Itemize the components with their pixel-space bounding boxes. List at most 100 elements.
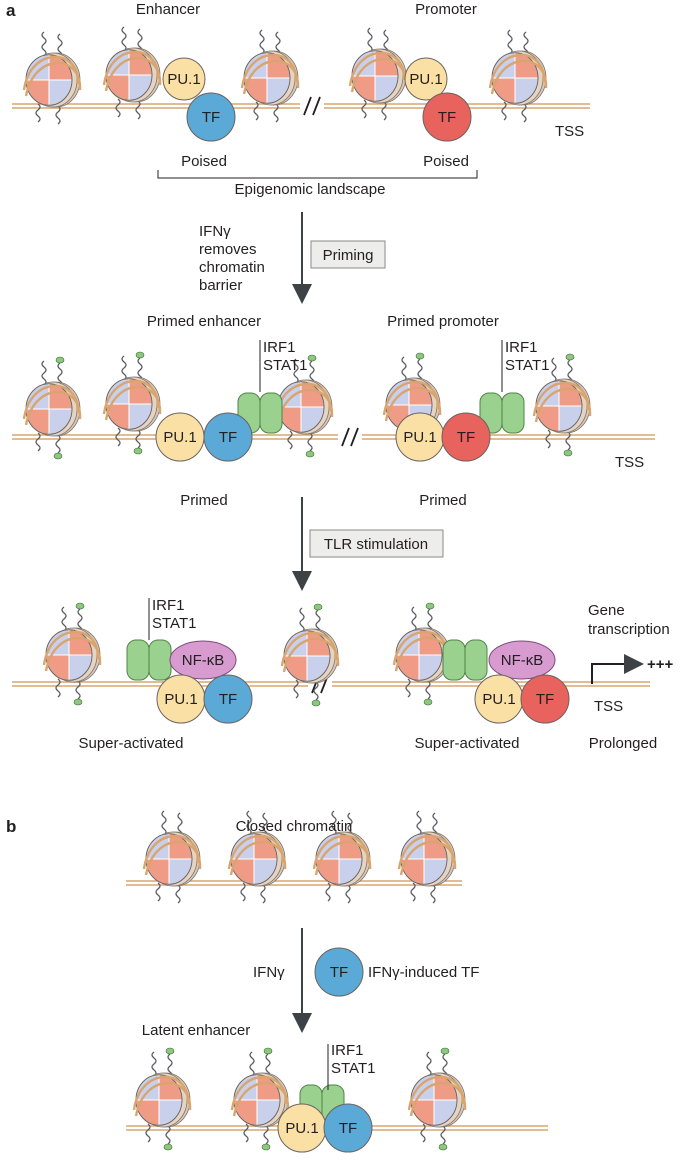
stat-dimer-row3-right [442,639,488,681]
pu1-circle-row3-left: PU.1 [156,674,206,724]
tf-circle-b-text: TF [339,1120,357,1137]
nfkb-row3-left-text: NF-κB [182,652,225,669]
nucleosome-row1-1 [102,26,162,120]
nucleosome-latent-0 [132,1047,192,1151]
tss-label-row2: TSS [615,454,644,471]
pu1-circle-b: PU.1 [277,1103,327,1153]
pu1-circle-b-text: PU.1 [285,1120,318,1137]
tlr-box-label: TLR stimulation [324,536,428,553]
pu1-circle-row1-left-text: PU.1 [167,71,200,88]
poised-left-label: Poised [181,153,227,170]
nucleosome-row3-1 [280,603,340,707]
prolonged-label: Prolonged [589,735,657,752]
tf-circle-row1-left: TF [186,92,236,142]
ifng-note-2: removes [199,241,257,258]
tf-circle-legend-b-text: TF [330,964,348,981]
primed-promoter-label: Primed promoter [387,313,499,330]
tlr-box [309,529,444,558]
enhancer-label: Enhancer [136,1,200,18]
stat-dimer-row3-left [126,639,172,681]
tf-circle-row2-left-text: TF [219,429,237,446]
tf-circle-row3-right-text: TF [536,691,554,708]
dna-break-row2 [338,427,362,447]
primed-left-label: Primed [180,492,228,509]
pu1-circle-row1-left: PU.1 [162,57,206,101]
ifng-label-b: IFNγ [253,964,285,981]
stat-dimer-row2-right [479,392,525,434]
nucleosome-closed-0 [142,810,202,904]
nfkb-row3-left: NF-κB [169,640,237,680]
pu1-circle-row2-right-text: PU.1 [403,429,436,446]
latent-enhancer-label: Latent enhancer [142,1022,250,1039]
nucleosome-closed-1 [227,810,287,904]
tf-circle-row2-right: TF [441,412,491,462]
pu1-circle-row1-right-text: PU.1 [409,71,442,88]
poised-right-label: Poised [423,153,469,170]
plus-label: +++ [647,656,674,673]
ifng-note-3: chromatin [199,259,265,276]
nucleosome-row2-4 [532,353,592,457]
nucleosome-latent-2 [407,1047,467,1151]
irf1-label-row3: IRF1 [152,597,185,614]
nucleosome-closed-3 [397,810,457,904]
closed-chromatin-label: Closed chromatin [236,818,353,835]
pu1-circle-row2-left: PU.1 [155,412,205,462]
promoter-label: Promoter [415,1,477,18]
primed-enhancer-label: Primed enhancer [147,313,261,330]
gene-label-2: transcription [588,621,670,638]
tss-label-row1: TSS [555,123,584,140]
nfkb-row3-right: NF-κB [488,640,556,680]
pu1-circle-row2-left-text: PU.1 [163,429,196,446]
tf-circle-row3-right: TF [520,674,570,724]
nucleosomes [22,26,592,1151]
gene-label-1: Gene [588,602,625,619]
nfkb-row3-right-text: NF-κB [501,652,544,669]
dna-break-row1 [300,96,324,116]
dna-row2 [12,434,655,440]
pu1-circle-row3-left-text: PU.1 [164,691,197,708]
pu1-circle-row1-right: PU.1 [404,57,448,101]
priming-box-label: Priming [323,247,374,264]
panel-b-label: b [6,817,16,836]
super-activated-left-label: Super-activated [78,735,183,752]
nucleosome-latent-1 [230,1047,290,1151]
nucleosome-row1-2 [240,29,300,123]
nucleosome-row2-1 [102,351,162,455]
tf-circle-row3-left: TF [203,674,253,724]
landscape-label: Epigenomic landscape [235,181,386,198]
ifng-note-1: IFNγ [199,223,231,240]
nucleosome-row1-0 [22,31,82,125]
stat1-label-row3: STAT1 [152,615,196,632]
tf-circle-row1-right: TF [422,92,472,142]
nucleosome-row2-0 [22,356,82,460]
pu1-circle-row3-right: PU.1 [474,674,524,724]
ifng-note-4: barrier [199,277,242,294]
nucleosome-row1-4 [488,29,548,123]
tf-circle-legend-b: TF [314,947,364,997]
tf-circle-row2-right-text: TF [457,429,475,446]
tf-circle-row2-left: TF [203,412,253,462]
transcription-arrow [591,654,644,684]
priming-box [310,240,386,269]
pu1-circle-row3-right-text: PU.1 [482,691,515,708]
tss-label-row3: TSS [594,698,623,715]
stat1-label-b: STAT1 [331,1060,375,1077]
irf1-label-row2-left: IRF1 [263,339,296,356]
tf-circle-row1-right-text: TF [438,109,456,126]
nucleosome-row3-0 [42,602,102,706]
irf1-label-row2-right: IRF1 [505,339,538,356]
tf-circle-row1-left-text: TF [202,109,220,126]
nucleosome-closed-2 [312,810,372,904]
super-activated-right-label: Super-activated [414,735,519,752]
stat1-label-row2-left: STAT1 [263,357,307,374]
tf-circle-row3-left-text: TF [219,691,237,708]
tf-circle-b: TF [323,1103,373,1153]
stat1-label-row2-right: STAT1 [505,357,549,374]
nucleosome-row3-2 [392,602,452,706]
primed-right-label: Primed [419,492,467,509]
irf1-label-b: IRF1 [331,1042,364,1059]
pu1-circle-row2-right: PU.1 [395,412,445,462]
panel-a-label: a [6,1,16,20]
